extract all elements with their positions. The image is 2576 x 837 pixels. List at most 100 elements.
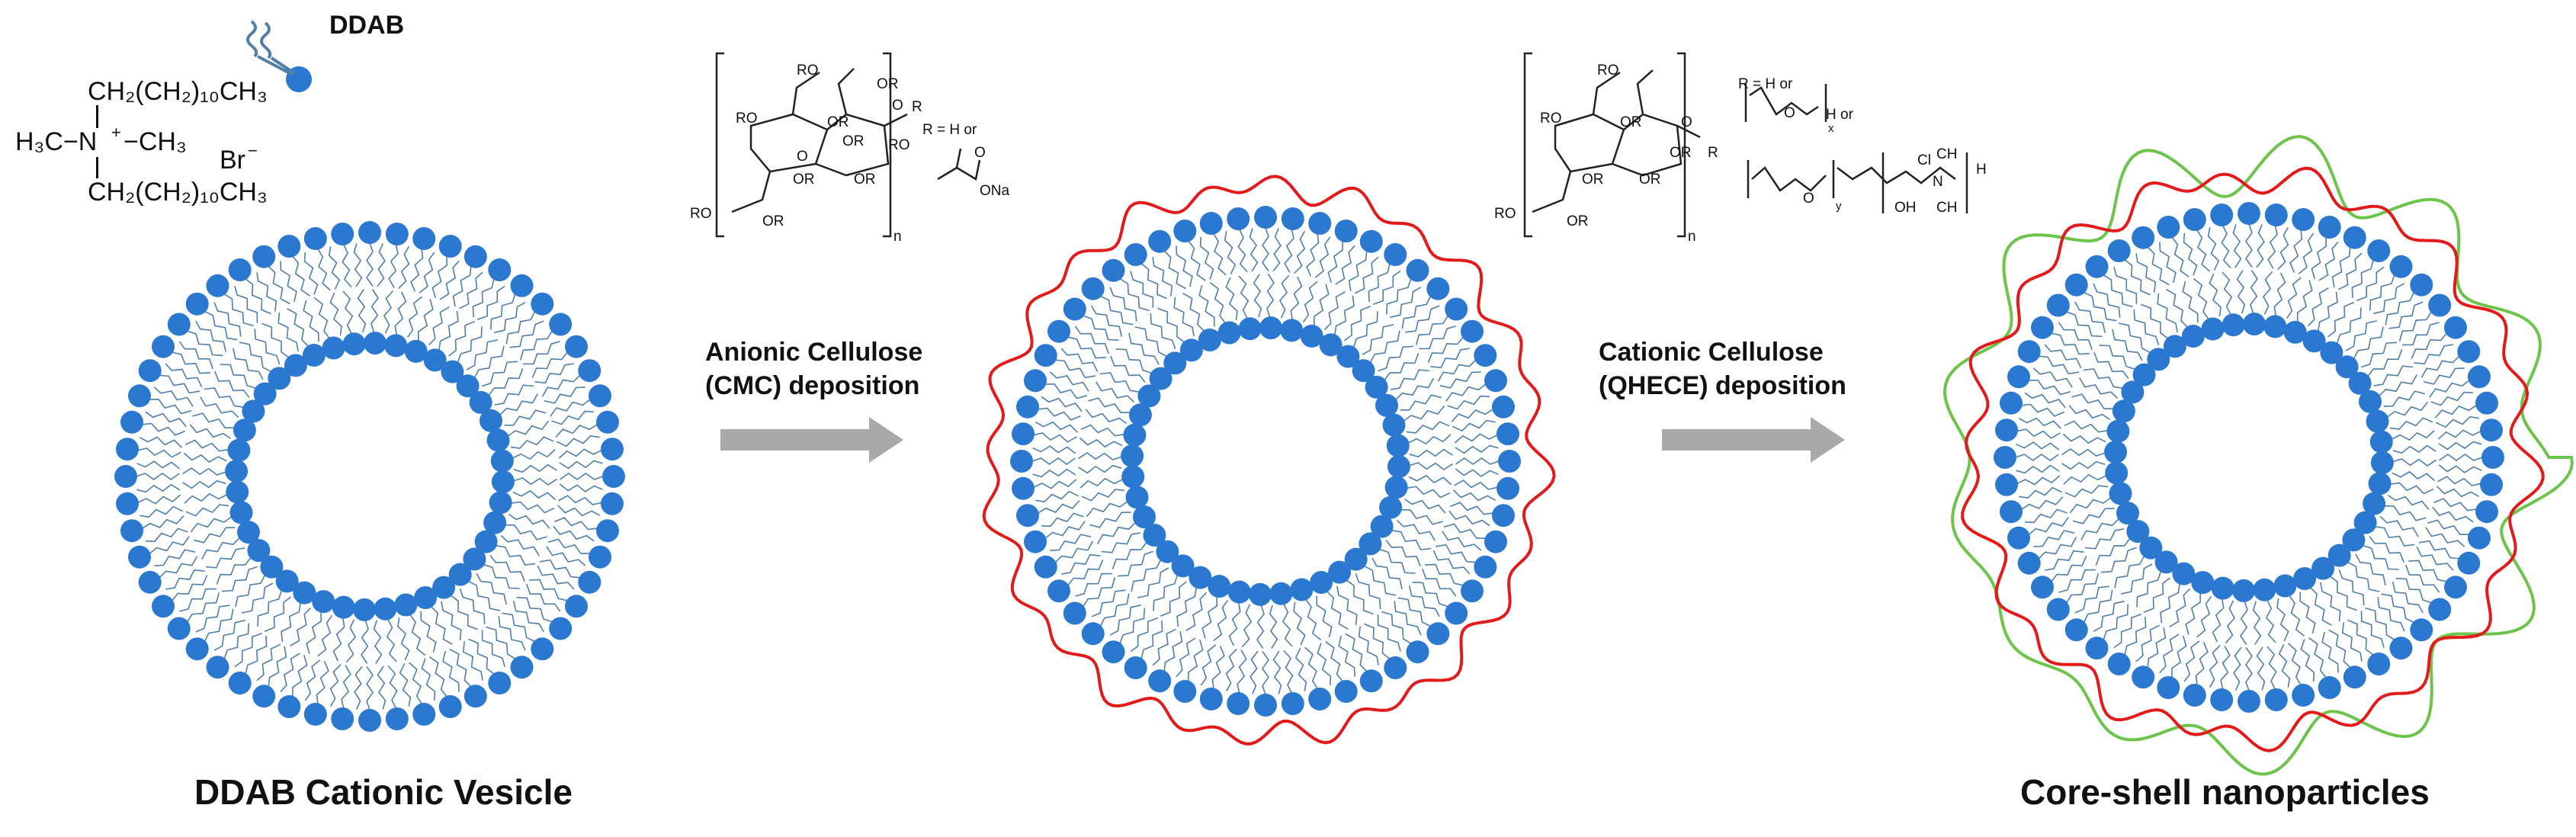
lipid-tail — [239, 342, 271, 373]
lipid-tail — [1355, 573, 1381, 609]
lipid-tail — [1097, 522, 1136, 544]
ddab-left-group: H₃C−N — [15, 127, 98, 156]
lipid-head — [342, 332, 366, 356]
lipid-tail — [2171, 635, 2187, 678]
lipid-tail — [519, 330, 553, 361]
lipid-head — [2343, 226, 2366, 249]
lipid-tail — [2045, 550, 2084, 571]
lipid-head — [1198, 329, 1221, 351]
lipid-tail — [551, 410, 595, 425]
lipid-tail — [1109, 287, 1137, 322]
lipid-tail — [2133, 309, 2160, 345]
lipid-tail — [1038, 407, 1081, 421]
lipid-tail — [1336, 585, 1358, 626]
lipid-head — [2064, 273, 2088, 297]
lipid-head — [233, 418, 256, 442]
lipid-head — [2264, 688, 2288, 711]
lipid-tail — [481, 630, 505, 667]
lipid-tail — [2062, 433, 2106, 444]
lipid-head — [1133, 505, 1156, 529]
cmc-carbonyl: O — [974, 145, 986, 161]
lipid-tail — [235, 575, 266, 608]
lipid-tail — [1211, 646, 1225, 689]
lipid-head — [1386, 434, 1410, 457]
lipid-tail — [1283, 649, 1294, 694]
lipid-head — [2191, 571, 2215, 595]
lipid-head — [464, 685, 487, 708]
cmc-label: RO — [690, 206, 712, 222]
lipid-tail — [256, 643, 281, 681]
lipid-head — [1474, 344, 1497, 367]
lipid-tail — [1435, 544, 1476, 563]
lipid-tail — [2124, 259, 2151, 296]
lipid-tail — [213, 302, 242, 337]
lipid-head — [2105, 461, 2128, 485]
lipid-tail — [2434, 405, 2477, 418]
lipid-head — [2106, 419, 2130, 443]
lipid-head — [1173, 680, 1197, 703]
lipid-tail — [179, 588, 217, 612]
lipid-tail — [2245, 223, 2253, 268]
lipid-tail — [1054, 540, 1094, 563]
lipid-tail — [1316, 595, 1333, 638]
lipid-tail — [1314, 236, 1331, 278]
lipid-head — [227, 438, 251, 462]
lipid-tail — [1241, 604, 1253, 648]
lipid-head — [1308, 212, 1332, 235]
lipid-tail — [2367, 349, 2403, 377]
lipid-head — [1254, 694, 1277, 717]
lipid-tail — [204, 387, 244, 408]
lipid-tail — [2256, 646, 2266, 691]
lipid-tail — [1140, 263, 1167, 300]
lipid-tail — [483, 563, 520, 589]
lipid-tail — [476, 285, 505, 320]
lipid-head — [152, 335, 175, 358]
lipid-head — [490, 449, 514, 473]
lipid-head — [601, 438, 624, 461]
lipid-head — [1010, 450, 1033, 473]
lipid-tail — [303, 252, 319, 295]
lipid-head — [2348, 371, 2372, 395]
lipid-tail — [496, 545, 536, 566]
lipid-head — [565, 335, 588, 358]
lipid-head — [510, 656, 534, 679]
lipid-tail — [2250, 270, 2258, 314]
lipid-tail — [1425, 563, 1464, 586]
lipid-tail — [1364, 565, 1397, 596]
lipid-tail — [2363, 544, 2399, 570]
lipid-tail — [1118, 550, 1153, 577]
lipid-head — [167, 617, 191, 640]
lipid-tail — [2336, 307, 2362, 344]
lipid-tail — [1075, 572, 1112, 597]
lipid-tail — [2169, 588, 2191, 627]
lipid-head — [1123, 423, 1147, 447]
lipid-tail — [2252, 601, 2262, 645]
lipid-tail — [1401, 296, 1432, 329]
lipid-tail — [2084, 528, 2125, 550]
lipid-head — [358, 221, 381, 244]
lipid-tail — [1443, 523, 1486, 539]
lipid-tail — [489, 293, 516, 330]
lipid-tail — [2021, 496, 2064, 510]
cmc-label: OR — [877, 76, 899, 92]
lipid-tail — [159, 556, 198, 579]
qhece-ether-h: H or — [1826, 107, 1853, 123]
lipid-tail — [2356, 266, 2385, 301]
lipid-head — [2017, 551, 2041, 575]
lipid-head — [1189, 566, 1212, 589]
lipid-tail — [1152, 628, 1177, 666]
lipid-tail — [2386, 401, 2429, 418]
lipid-tail — [2266, 646, 2277, 690]
lipid-tail — [2093, 351, 2129, 379]
lipid-tail — [1390, 369, 1430, 390]
lipid-tail — [172, 575, 208, 601]
lipid-tail — [1213, 599, 1229, 642]
lipid-tail — [2016, 464, 2060, 474]
lipid-tail — [498, 616, 526, 651]
qhece-step-line2: (QHECE) deposition — [1599, 371, 1846, 400]
lipid-tail — [2182, 281, 2199, 323]
qhece-label: OR — [1639, 172, 1661, 188]
caption-ddab-vesicle: DDAB Cationic Vesicle — [194, 772, 573, 812]
lipid-tail — [2136, 571, 2162, 608]
lipid-head — [2157, 216, 2180, 239]
